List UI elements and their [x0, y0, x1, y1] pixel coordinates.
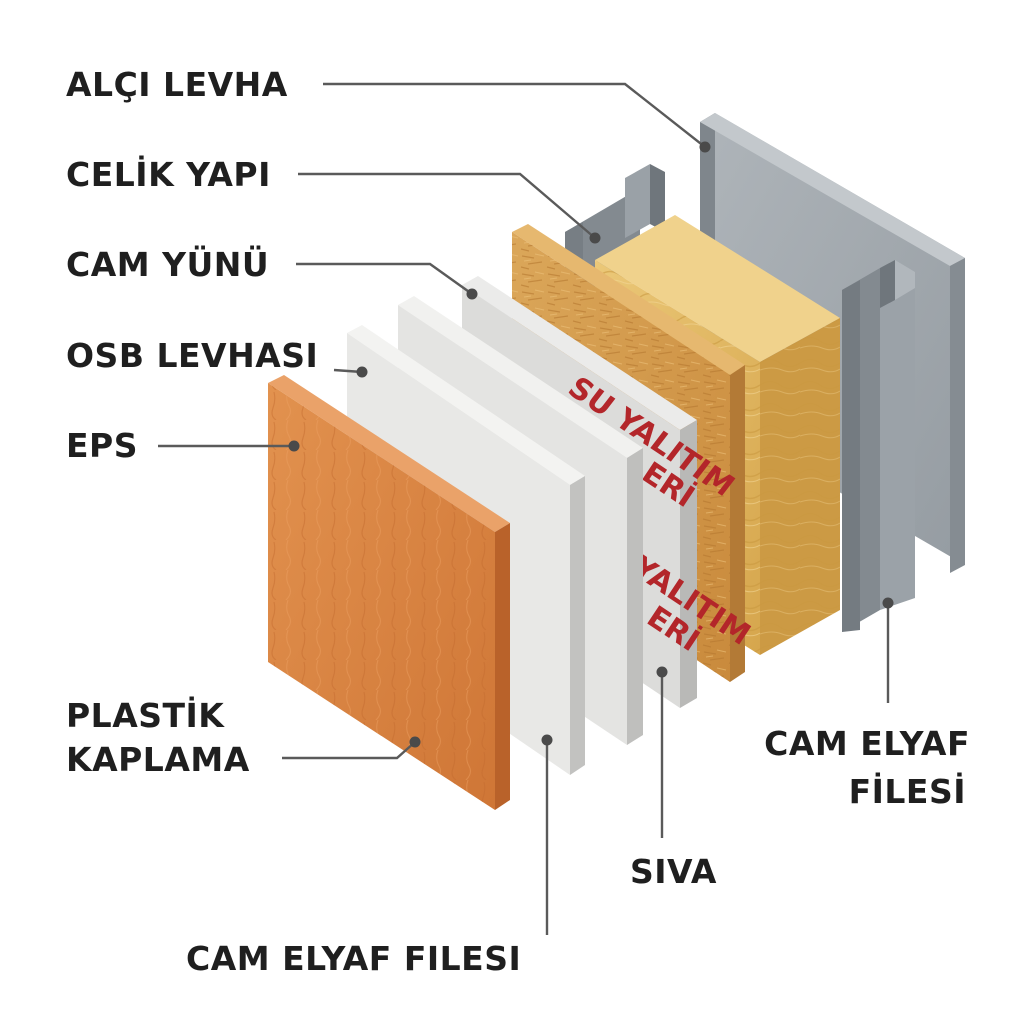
dot-eps [288, 440, 300, 452]
labels: ALÇI LEVHA CELİK YAPI CAM YÜNÜ OSB LEVHA… [66, 65, 970, 978]
leader-alci-levha [323, 82, 706, 148]
dot-cam-elyaf-right [882, 597, 894, 609]
leader-cam-yunu [296, 262, 473, 295]
dot-alci-levha [699, 141, 711, 153]
label-plastik-line-1: PLASTİK [66, 695, 225, 735]
label-cam-elyaf-right-line-1: CAM ELYAF [764, 724, 970, 763]
label-alci-levha: ALÇI LEVHA [66, 65, 288, 104]
dot-osb-levhasi [356, 366, 368, 378]
leader-lines [158, 82, 894, 935]
label-celik-yapi: CELİK YAPI [66, 154, 271, 194]
dot-cam-elyaf-bottom [541, 734, 553, 746]
dot-siva [656, 666, 668, 678]
label-siva: SIVA [630, 852, 717, 891]
label-cam-elyaf-bottom: CAM ELYAF FILESI [186, 939, 521, 978]
label-cam-yunu: CAM YÜNÜ [66, 244, 269, 284]
leader-celik-yapi [298, 172, 596, 239]
steel-stud-front [842, 260, 915, 632]
dot-plastik-kaplama [409, 736, 421, 748]
leader-plastik-kaplama [282, 741, 416, 760]
dot-celik-yapi [589, 232, 601, 244]
label-cam-elyaf-right-line-2: FİLESİ [849, 771, 966, 811]
plastic-finish-layer [268, 375, 510, 810]
label-osb-levhasi: OSB LEVHASI [66, 336, 318, 375]
label-eps: EPS [66, 426, 138, 465]
dot-cam-yunu [466, 288, 478, 300]
label-plastik-line-2: KAPLAMA [66, 740, 250, 779]
